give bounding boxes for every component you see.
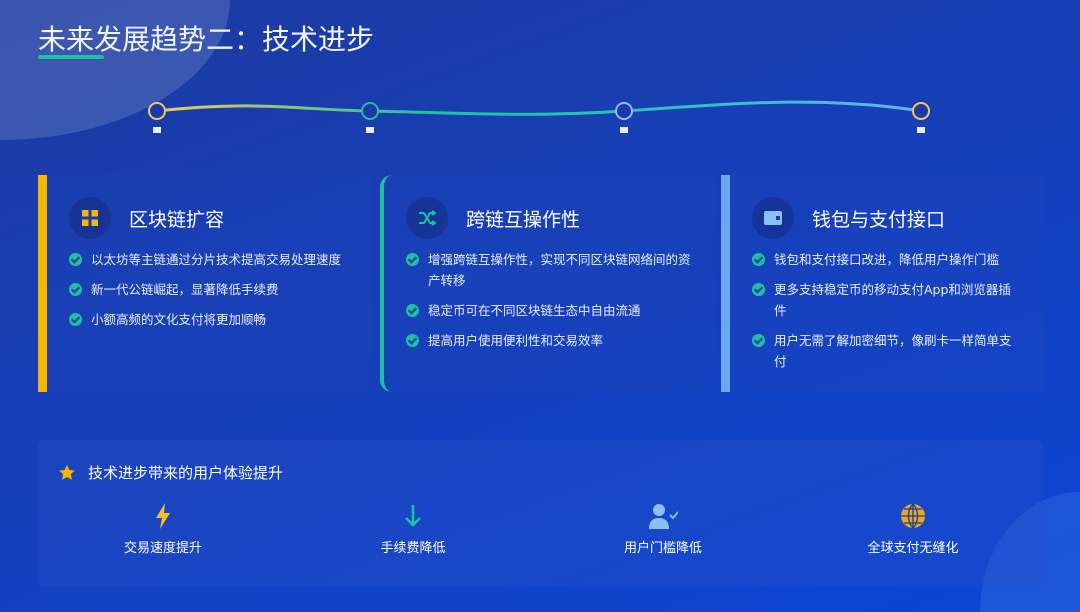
check-icon — [69, 313, 82, 326]
title-underline — [38, 55, 104, 59]
timeline — [148, 100, 930, 133]
arrow-down-icon — [288, 501, 538, 531]
list-item: 新一代公链崛起，显著降低手续费 — [69, 279, 351, 300]
list-item: 用户无需了解加密细节，像刷卡一样简单支付 — [752, 330, 1023, 372]
card-title: 跨链互操作性 — [466, 208, 581, 231]
list-item: 钱包和支付接口改进，降低用户操作门槛 — [752, 249, 1023, 270]
timeline-node — [148, 102, 166, 133]
feature-item: 全球支付无缝化 — [788, 501, 1038, 556]
gear-icon — [153, 127, 161, 133]
gear-icon — [620, 127, 628, 133]
card-cross-chain: 跨链互操作性 增强跨链互操作性，实现不同区块链网络间的资产转移 稳定币可在不同区… — [380, 175, 715, 392]
ux-improvement-panel: 技术进步带来的用户体验提升 交易速度提升 手续费降低 用户门槛降低 全球支付无缝… — [38, 440, 1043, 587]
gear-icon — [366, 127, 374, 133]
check-icon — [752, 334, 765, 347]
list-item: 增强跨链互操作性，实现不同区块链网络间的资产转移 — [406, 249, 693, 291]
timeline-node — [361, 102, 379, 133]
card-wallet-payment: 钱包与支付接口 钱包和支付接口改进，降低用户操作门槛 更多支持稳定币的移动支付A… — [721, 175, 1045, 392]
card-title: 钱包与支付接口 — [812, 208, 946, 231]
star-icon — [59, 464, 75, 480]
check-icon — [406, 304, 419, 317]
feature-item: 手续费降低 — [288, 501, 538, 556]
list-item: 稳定币可在不同区块链生态中自由流通 — [406, 300, 693, 321]
check-icon — [752, 283, 765, 296]
check-icon — [752, 253, 765, 266]
timeline-node — [912, 102, 930, 133]
list-item: 以太坊等主链通过分片技术提高交易处理速度 — [69, 249, 351, 270]
puzzle-icon — [69, 197, 111, 239]
check-icon — [406, 334, 419, 347]
card-title: 区块链扩容 — [129, 208, 225, 231]
list-item: 更多支持稳定币的移动支付App和浏览器插件 — [752, 279, 1023, 321]
check-icon — [69, 253, 82, 266]
card-blockchain-scaling: 区块链扩容 以太坊等主链通过分片技术提高交易处理速度 新一代公链崛起，显著降低手… — [38, 175, 373, 392]
panel-title: 技术进步带来的用户体验提升 — [88, 464, 284, 482]
feature-item: 交易速度提升 — [38, 501, 288, 556]
check-icon — [69, 283, 82, 296]
list-item: 提高用户使用便利性和交易效率 — [406, 330, 693, 351]
wallet-icon — [752, 197, 794, 239]
gear-icon — [917, 127, 925, 133]
globe-icon — [788, 501, 1038, 531]
check-icon — [406, 253, 419, 266]
list-item: 小额高频的文化支付将更加顺畅 — [69, 309, 351, 330]
shuffle-icon — [406, 197, 448, 239]
user-check-icon — [538, 501, 788, 531]
feature-item: 用户门槛降低 — [538, 501, 788, 556]
timeline-node — [615, 102, 633, 133]
page-title: 未来发展趋势二：技术进步 — [38, 23, 375, 56]
lightning-icon — [38, 501, 288, 531]
